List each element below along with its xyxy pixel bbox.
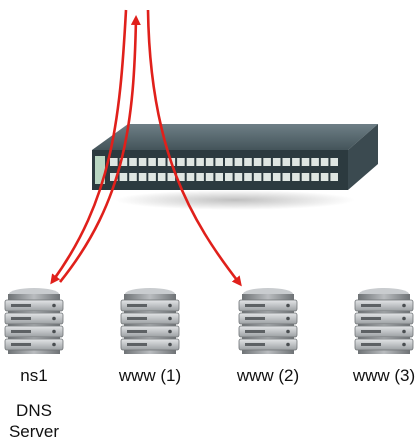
switch-port (138, 158, 147, 166)
server-label-www-2: www (2) (236, 366, 299, 385)
arrow-to-www2 (146, 9, 242, 287)
switch-port (311, 158, 319, 166)
switch-front-face (92, 150, 348, 190)
switch-port (282, 158, 291, 166)
switch-port (138, 173, 147, 181)
ns1-role-line-1: DNS (16, 401, 52, 420)
server-row (4, 288, 414, 354)
switch-port (330, 158, 338, 166)
switch-port (244, 173, 252, 181)
switch-port (301, 173, 310, 181)
switch-port (148, 173, 156, 181)
switch-port (292, 158, 300, 166)
switch-port (157, 158, 166, 166)
switch-port (129, 173, 137, 181)
server-www-3-icon (354, 288, 414, 354)
switch-top-face (92, 124, 378, 150)
switch-port (301, 158, 310, 166)
switch-side-face (348, 124, 378, 190)
switch-port (225, 158, 233, 166)
switch-port (263, 173, 271, 181)
switch-port (320, 158, 329, 166)
server-label-ns1: ns1 (20, 366, 47, 385)
switch-port (225, 173, 233, 181)
switch-port-array (110, 158, 338, 181)
switch-port (282, 173, 291, 181)
switch-port (215, 158, 223, 166)
network-switch-icon (92, 124, 378, 190)
ns1-role-line-2: Server (9, 422, 59, 441)
switch-port (263, 158, 271, 166)
switch-port (330, 173, 338, 181)
switch-port (272, 173, 281, 181)
server-label-www-3: www (3) (352, 366, 415, 385)
server-www-2-icon (238, 288, 298, 354)
switch-port (292, 173, 300, 181)
server-ns1-icon (4, 288, 64, 354)
server-www-1-icon (120, 288, 180, 354)
switch-port (186, 158, 195, 166)
switch-port (272, 158, 281, 166)
switch-port (234, 173, 243, 181)
switch-port (177, 173, 185, 181)
switch-port (167, 173, 176, 181)
switch-port (186, 173, 195, 181)
arrow-into-ns1 (50, 9, 128, 285)
switch-port (129, 158, 137, 166)
arrow-from-ns1 (58, 15, 141, 283)
switch-port (196, 173, 204, 181)
switch-port (119, 158, 128, 166)
switch-port (253, 158, 262, 166)
switch-port (110, 173, 118, 181)
switch-console-badge (95, 156, 105, 184)
switch-port (205, 158, 214, 166)
switch-port (244, 158, 252, 166)
switch-port (148, 158, 156, 166)
switch-port (234, 158, 243, 166)
switch-port (205, 173, 214, 181)
traffic-arrows (50, 9, 242, 287)
switch-port (157, 173, 166, 181)
switch-shadow (115, 190, 355, 210)
switch-port (196, 158, 204, 166)
switch-port (119, 173, 128, 181)
server-label-www-1: www (1) (118, 366, 181, 385)
switch-port (320, 173, 329, 181)
switch-port (215, 173, 223, 181)
switch-port (253, 173, 262, 181)
switch-port (177, 158, 185, 166)
switch-port (110, 158, 118, 166)
switch-port (311, 173, 319, 181)
